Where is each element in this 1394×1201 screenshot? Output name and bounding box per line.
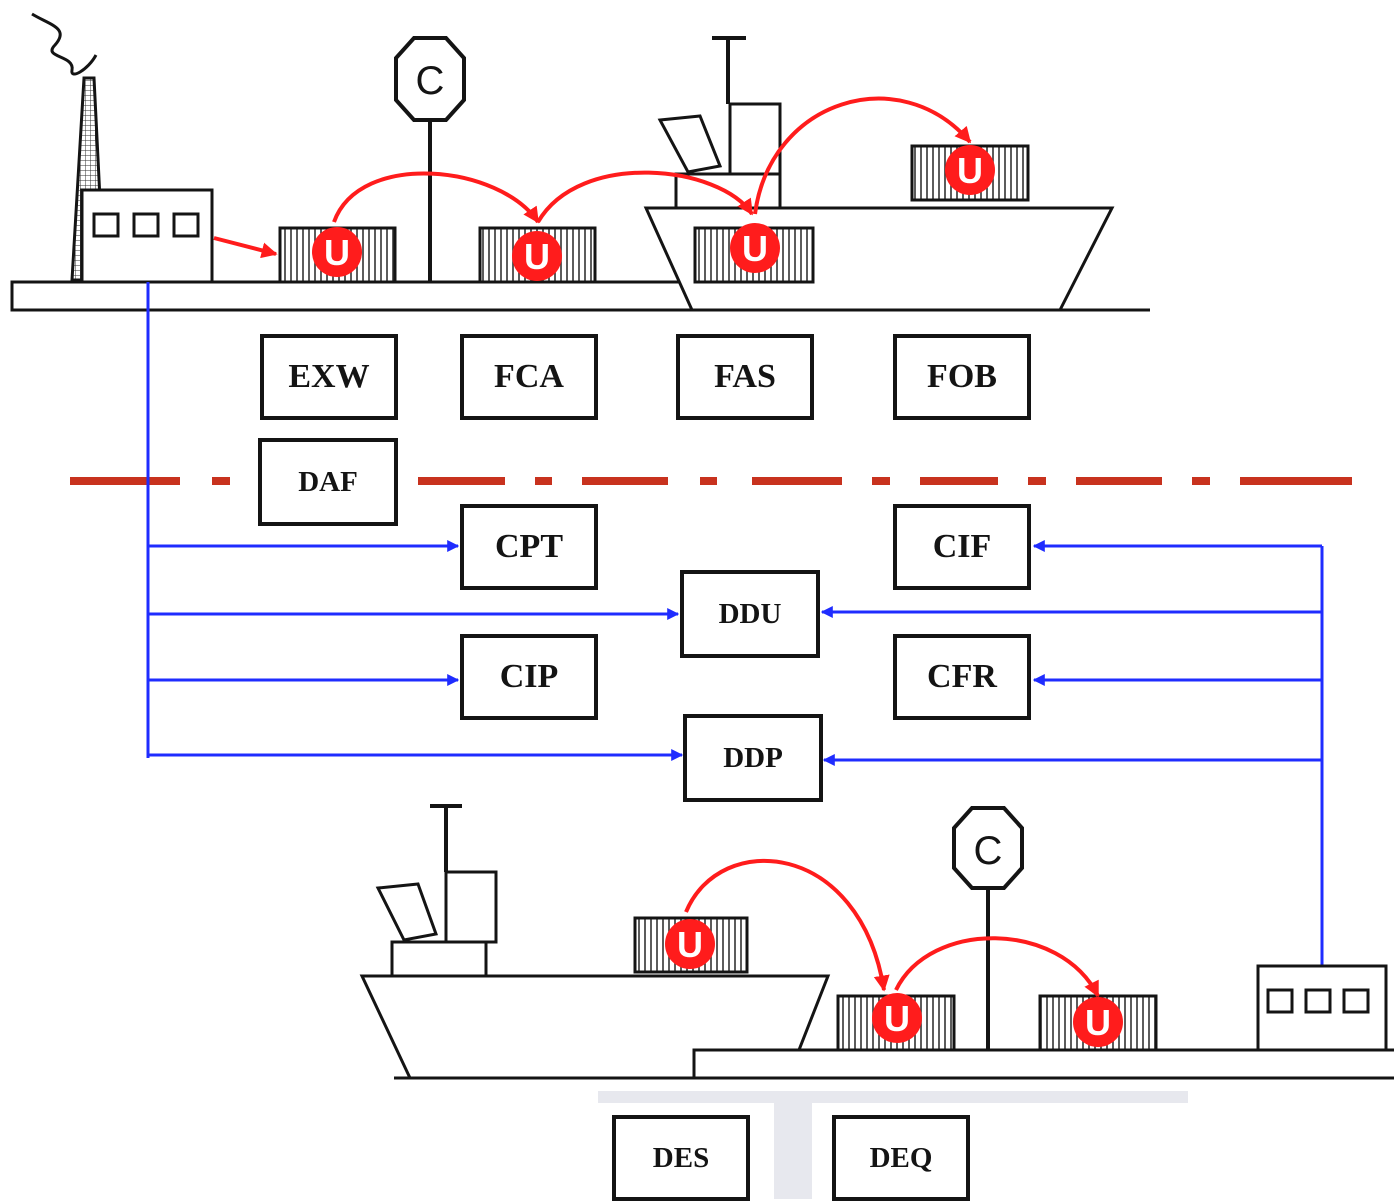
term-ddu: DDU [680, 570, 820, 658]
container-mark-icon [872, 993, 922, 1043]
container-mark-icon [312, 227, 362, 277]
seller-obligation-lines [146, 282, 684, 761]
destination-flow-arrows [684, 858, 1100, 998]
band-vertical [774, 1098, 812, 1199]
container-mark-icon [665, 919, 715, 969]
term-exw: EXW [260, 334, 398, 420]
svg-text:U: U [957, 150, 983, 191]
svg-text:U: U [1085, 1002, 1111, 1043]
term-cpt: CPT [460, 504, 598, 590]
term-deq: DEQ [832, 1115, 970, 1201]
smoke-icon [31, 12, 98, 76]
origin-flow-arrows [213, 96, 972, 259]
customs-post-label: C [416, 59, 445, 103]
destination-dock: C [394, 806, 1394, 1080]
destination-container-marks: U U U [665, 919, 1123, 1047]
origin-container-marks: U U U U [312, 145, 995, 281]
container-mark-icon [730, 223, 780, 273]
svg-text:U: U [884, 998, 910, 1039]
buyer-obligation-lines [820, 540, 1324, 966]
term-cip: CIP [460, 634, 598, 720]
term-daf: DAF [258, 438, 398, 526]
term-fob: FOB [893, 334, 1031, 420]
svg-text:U: U [524, 236, 550, 277]
customs-post-icon [394, 36, 466, 122]
destination-quay [692, 1048, 1394, 1080]
container-mark-icon [1073, 997, 1123, 1047]
term-cif: CIF [893, 504, 1031, 590]
term-fas: FAS [676, 334, 814, 420]
term-fca: FCA [460, 334, 598, 420]
svg-text:U: U [742, 228, 768, 269]
customs-post-label: C [974, 829, 1003, 873]
term-ddp: DDP [683, 714, 823, 802]
svg-text:U: U [324, 232, 350, 273]
term-des: DES [612, 1115, 750, 1201]
destination-ship [359, 804, 831, 1080]
term-cfr: CFR [893, 634, 1031, 720]
container-mark-icon [945, 145, 995, 195]
customs-post-icon [952, 806, 1024, 890]
container-mark-icon [512, 231, 562, 281]
band-horizontal [598, 1091, 1188, 1103]
svg-text:U: U [677, 924, 703, 965]
